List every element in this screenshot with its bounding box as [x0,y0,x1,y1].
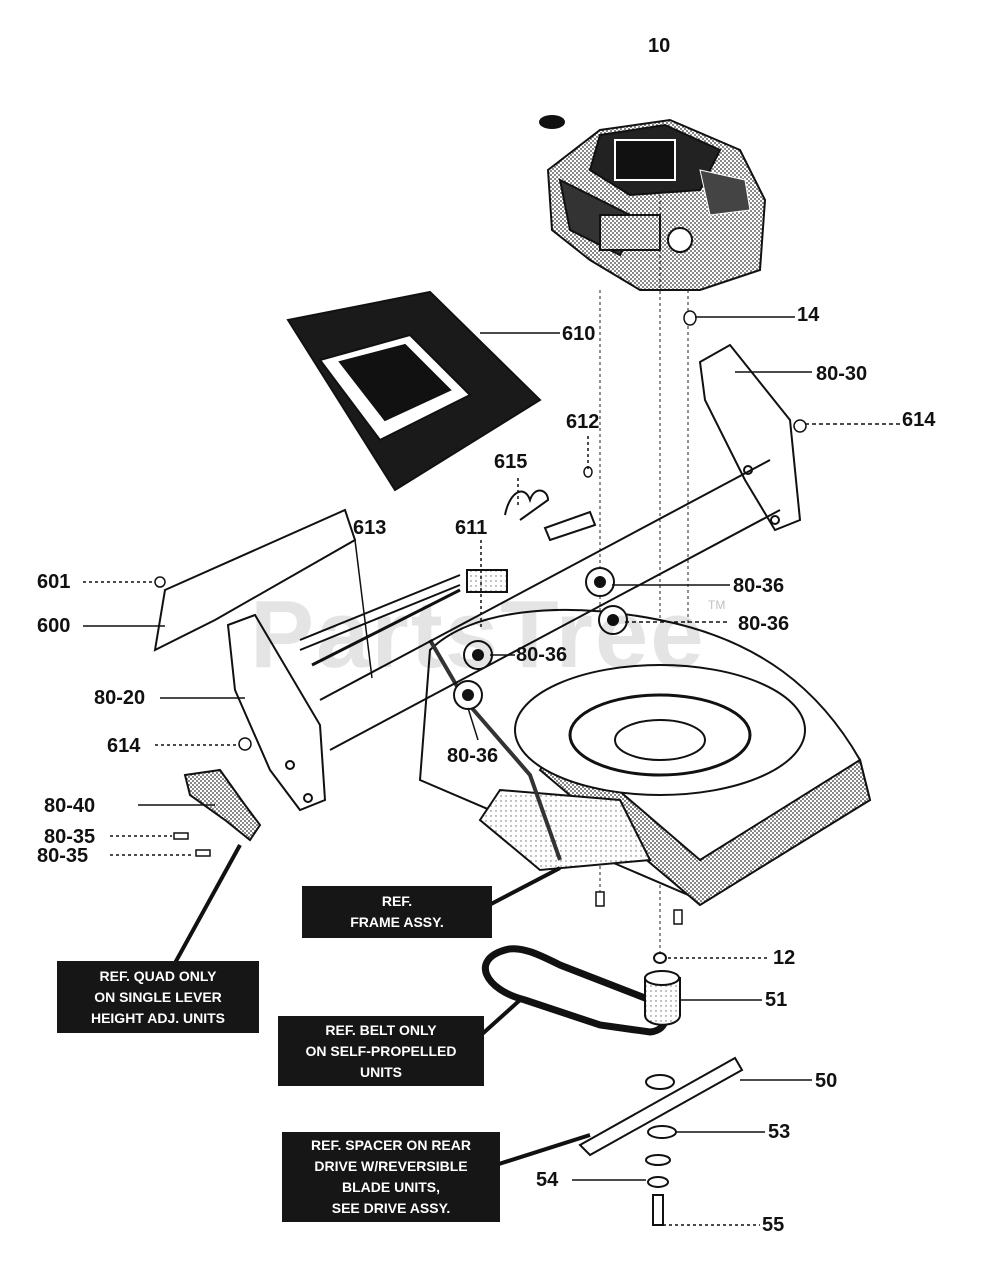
blade-hardware [645,1125,677,1226]
label-611: 611 [455,517,488,539]
note-quad-line-2: ON SINGLE LEVER [94,988,222,1005]
label-51: 51 [765,989,788,1011]
label-612: 612 [566,411,600,433]
label-614-left: 614 [107,735,141,757]
label-80-35-b: 80-35 [37,845,89,867]
label-80-35-a: 80-35 [44,826,96,848]
label-10: 10 [648,35,671,57]
grass-bag-cover [286,290,542,492]
label-54: 54 [536,1169,559,1191]
note-quad: REF. QUAD ONLY ON SINGLE LEVER HEIGHT AD… [57,961,259,1033]
label-80-36-a: 80-36 [733,575,785,597]
leader-lines [83,316,900,1226]
label-80-36-c: 80-36 [516,644,568,666]
right-bracket [698,343,802,532]
note-belt-line-2: ON SELF-PROPELLED [305,1042,457,1059]
left-bracket [226,613,327,812]
label-610: 610 [562,323,596,345]
label-80-36-b: 80-36 [738,613,790,635]
blade-adapter [644,952,681,1026]
drive-belt [481,945,669,1036]
note-spacer: REF. SPACER ON REAR DRIVE W/REVERSIBLE B… [282,1132,500,1222]
label-53: 53 [768,1121,791,1143]
axle-lines [299,459,781,751]
label-12: 12 [773,947,796,969]
fasteners [154,310,807,925]
label-14: 14 [797,304,820,326]
bracket-611 [466,510,597,593]
spring-615 [504,489,550,521]
label-80-40: 80-40 [44,795,96,817]
label-600: 600 [37,615,71,637]
note-spacer-line-3: BLADE UNITS, [342,1179,440,1195]
label-80-20: 80-20 [94,687,146,709]
note-spacer-line-4: SEE DRIVE ASSY. [331,1200,451,1216]
note-belt-line-3: UNITS [360,1063,402,1080]
engine [539,115,767,291]
label-50: 50 [815,1070,838,1092]
label-80-36-d: 80-36 [447,745,499,767]
label-80-30: 80-30 [816,363,868,385]
label-601: 601 [37,571,71,593]
note-frame-line-2: FRAME ASSY. [350,914,444,930]
quadrant [183,768,262,842]
mower-deck [418,609,872,907]
rear-flap [153,508,357,652]
note-frame-line-1: REF. [381,893,413,909]
wheel-nuts [453,567,628,710]
note-spacer-line-2: DRIVE W/REVERSIBLE [314,1158,468,1174]
rod-613 [311,588,461,667]
blade [578,1056,744,1157]
label-55: 55 [762,1214,785,1236]
note-frame-assy: REF. FRAME ASSY. [302,886,492,938]
note-quad-line-3: HEIGHT ADJ. UNITS [90,1009,226,1026]
note-belt: REF. BELT ONLY ON SELF-PROPELLED UNITS [278,1016,484,1086]
label-613: 613 [353,517,387,539]
watermark-tm: TM [708,598,726,612]
watermark: PartsTree [250,581,706,688]
note-spacer-line-1: REF. SPACER ON REAR [311,1137,471,1153]
note-quad-line-1: REF. QUAD ONLY [99,967,217,984]
note-belt-line-1: REF. BELT ONLY [325,1021,437,1038]
label-614-right: 614 [902,409,936,431]
label-615: 615 [494,451,528,473]
